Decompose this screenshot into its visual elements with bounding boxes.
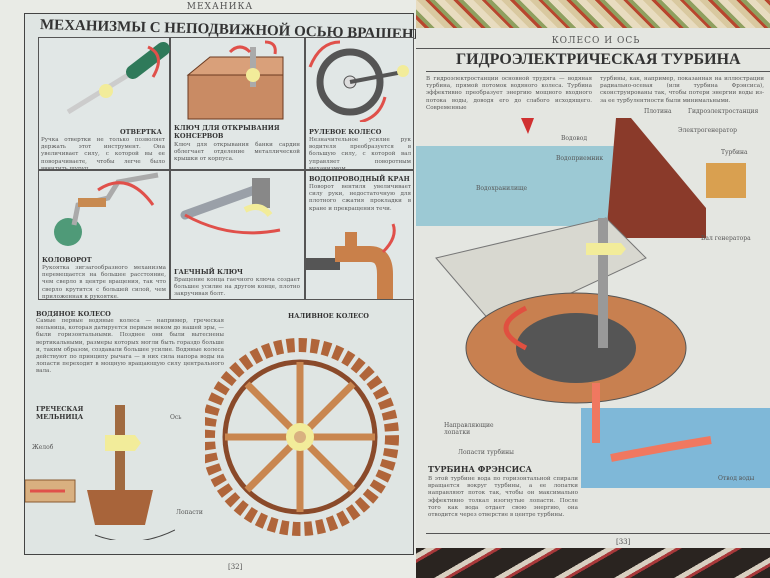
- intake-label: Водоприемник: [556, 155, 604, 162]
- station-label: Гидроэлектростанция: [688, 108, 759, 115]
- francis-title: ТУРБИНА ФРЭНСИСА: [428, 464, 533, 474]
- footer-rule: [426, 533, 770, 534]
- greek-mill-label: ГРЕЧЕСКАЯ МЕЛЬНИЦА: [36, 405, 84, 421]
- runner-blades-label: Лопасти турбины: [458, 449, 514, 456]
- wrench-title: ГАЕЧНЫЙ КЛЮЧ: [174, 268, 243, 276]
- intro-col1: В гидроэлектростанции основной трудяга —…: [426, 76, 592, 111]
- blades-label: Лопасти: [176, 509, 203, 516]
- steering-wheel-illustration: [308, 40, 409, 122]
- water-tap-title: ВОДОПРОВОДНЫЙ КРАН: [309, 175, 410, 183]
- brace-drill-title: КОЛОВОРОТ: [42, 256, 92, 264]
- water-tap-text: Поворот вентиля увеличивает силу руки, н…: [309, 184, 411, 212]
- sardine-can-illustration: [186, 40, 284, 120]
- outflow-label: Отвод воды: [718, 475, 755, 482]
- cell-steering-wheel: [305, 37, 414, 170]
- guide-vanes-label: Направляющие лопатки: [444, 422, 494, 436]
- wrench-text: Вращение конца гаечного ключа создает бо…: [174, 277, 300, 298]
- header-rule: [416, 48, 770, 49]
- intro-col2: турбины, как, например, показанная на ил…: [600, 76, 764, 104]
- reservoir-label: Водохранилище: [476, 185, 528, 192]
- penstock-label: Водовод: [561, 135, 588, 142]
- francis-text: В этой турбине вода по горизонтальной сп…: [428, 476, 578, 519]
- page-number: [33]: [616, 538, 631, 546]
- greek-mill-illustration: [25, 405, 175, 540]
- screwdriver-title: ОТВЕРТКА: [120, 128, 162, 136]
- water-wheel-text: Самые первые водяные колеса — например, …: [36, 318, 224, 375]
- cell-water-tap: [305, 170, 414, 300]
- overshot-wheel-illustration: [205, 338, 399, 536]
- left-page: МЕХАНИКА МЕХАНИЗМЫ С НЕПОДВИЖНОЙ ОСЬЮ ВР…: [0, 0, 416, 578]
- steering-wheel-title: РУЛЕВОЕ КОЛЕСО: [309, 128, 382, 136]
- steering-wheel-text: Незначительное усилие рук водителя преоб…: [309, 137, 411, 172]
- water-tap-illustration: [305, 223, 396, 299]
- can-opener-title: КЛЮЧ ДЛЯ ОТКРЫВАНИЯ КОНСЕРВОВ: [174, 124, 280, 140]
- shaft-label: Вал генератора: [701, 235, 751, 242]
- can-opener-text: Ключ для открывания банки сардин облегча…: [174, 142, 300, 163]
- generator-label: Электрогенератор: [678, 127, 737, 134]
- brace-drill-illustration: [54, 172, 159, 246]
- chute-label: Желоб: [32, 444, 54, 451]
- title-rule: [426, 71, 770, 72]
- axis-label: Ось: [170, 414, 182, 421]
- water-wheel-title: ВОДЯНОЕ КОЛЕСО: [36, 310, 111, 318]
- page-title: ГИДРОЭЛЕКТРИЧЕСКАЯ ТУРБИНА: [456, 51, 741, 68]
- section-header: МЕХАНИКА: [186, 2, 254, 12]
- wrench-illustration: [180, 178, 281, 235]
- page-number: [32]: [228, 563, 243, 571]
- screwdriver-illustration: [66, 42, 170, 115]
- section-header: КОЛЕСО И ОСЬ: [551, 36, 641, 46]
- screwdriver-text: Ручка отвертки не только позволяет держа…: [41, 137, 165, 172]
- dam-label: Плотина: [644, 108, 672, 115]
- right-page: КОЛЕСО И ОСЬ ГИДРОЭЛЕКТРИЧЕСКАЯ ТУРБИНА …: [416, 28, 770, 548]
- brace-drill-text: Рукоятка зигзагообразного механизма пере…: [42, 265, 166, 300]
- turbine-label: Турбина: [721, 149, 748, 156]
- overshot-wheel-label: НАЛИВНОЕ КОЛЕСО: [288, 312, 369, 320]
- turbine-diagram: [416, 118, 770, 488]
